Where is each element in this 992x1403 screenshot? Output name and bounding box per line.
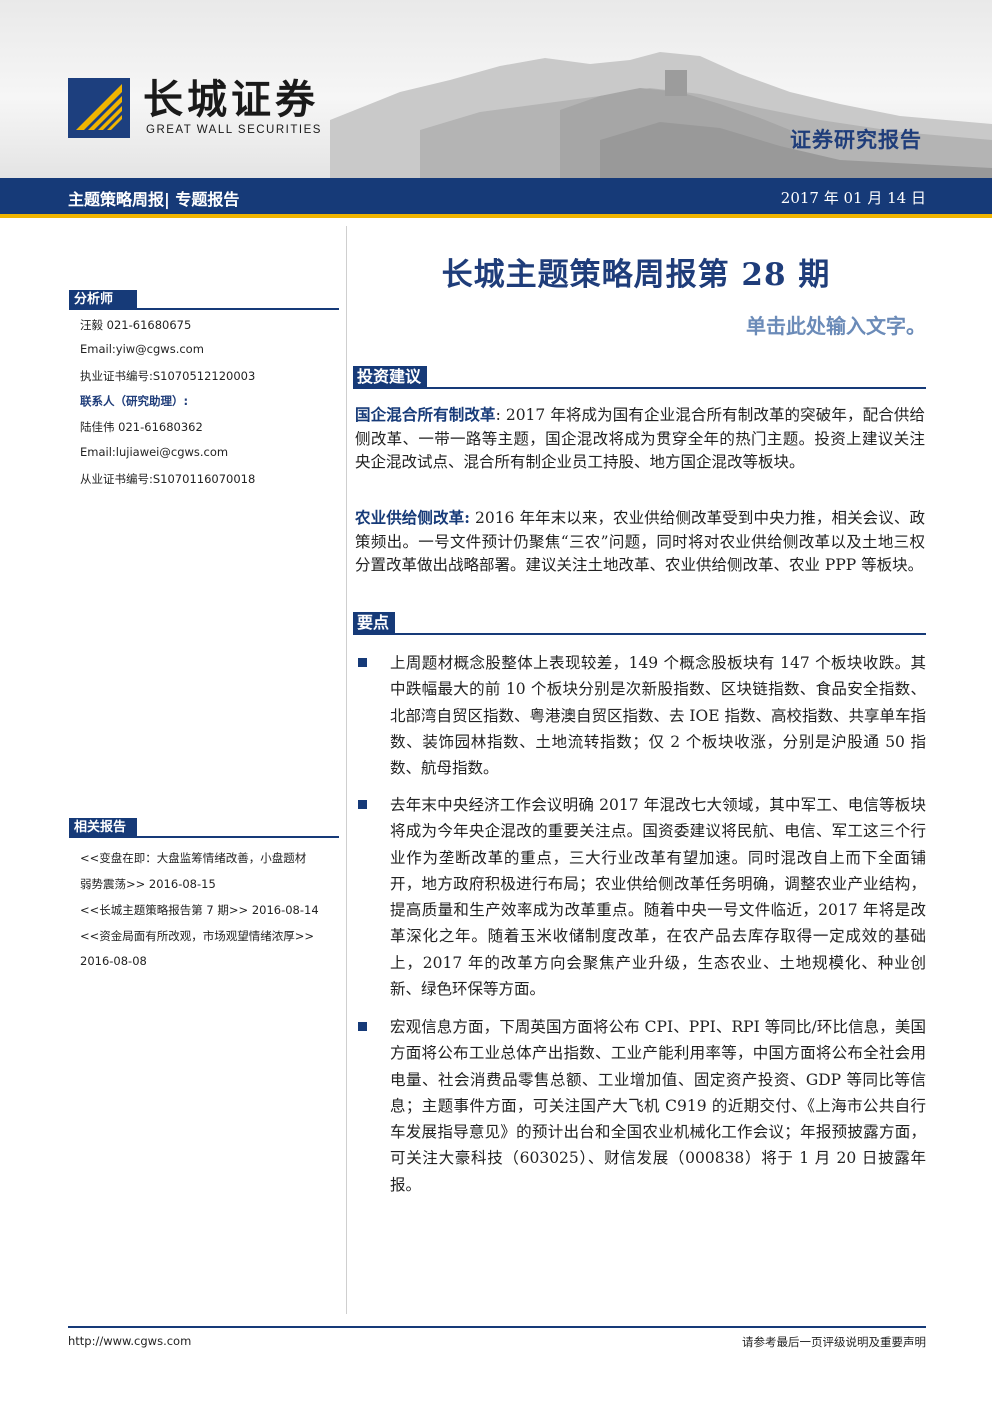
footer-website-link[interactable]: http://www.cgws.com — [68, 1334, 192, 1348]
report-date: 2017 年 01 月 14 日 — [780, 189, 926, 207]
related-reports-rule — [69, 836, 339, 838]
invest-advice-rule — [353, 387, 926, 389]
bullet-square-icon — [358, 800, 367, 809]
accent-divider — [0, 214, 992, 218]
analyst-rule — [69, 308, 339, 310]
footer-rule — [68, 1326, 926, 1328]
related-report-line[interactable]: <<变盘在即：大盘监筹情绪改善，小盘题材 — [80, 851, 307, 865]
logo-english-name: GREAT WALL SECURITIES — [146, 124, 322, 136]
invest-advice-heading: 投资建议 — [353, 366, 428, 388]
title-band — [0, 178, 992, 214]
contact-phone: 陆佳伟 021-61680362 — [80, 420, 203, 434]
related-report-line[interactable]: <<资金局面有所改观，市场观望情绪浓厚>> — [80, 929, 315, 943]
key-point-item: 去年末中央经济工作会议明确 2017 年混改七大领域，其中军工、电信等板块将成为… — [390, 796, 926, 999]
analyst-email[interactable]: Email:yiw@cgws.com — [80, 342, 204, 356]
related-report-line[interactable]: 弱势震荡>> 2016-08-15 — [80, 877, 216, 891]
great-wall-mountain-image — [330, 52, 992, 178]
key-points-heading: 要点 — [353, 612, 396, 634]
bullet-square-icon — [358, 1022, 367, 1031]
column-divider — [346, 226, 347, 1314]
report-type-label: 证券研究报告 — [790, 127, 922, 152]
contact-email[interactable]: Email:lujiawei@cgws.com — [80, 445, 229, 459]
contact-license: 从业证书编号:S1070116070018 — [80, 472, 256, 486]
bullet-square-icon — [358, 658, 367, 667]
contact-heading: 联系人（研究助理）: — [80, 394, 189, 408]
header-banner — [0, 0, 992, 178]
page-title: 长城主题策略周报第 28 期 — [441, 257, 831, 293]
invest-paragraph-agri: 农业供给侧改革: 2016 年年末以来，农业供给侧改革受到中央力推，相关会议、政… — [355, 506, 925, 578]
footer-disclaimer-note: 请参考最后一页评级说明及重要声明 — [742, 1335, 926, 1349]
paragraph-text: : 2017 年将成为国有企业混合所有制改革的突破年，配合供给侧改革、一带一路等… — [355, 406, 925, 471]
related-reports-heading: 相关报告 — [69, 818, 137, 838]
great-wall-logo-icon — [68, 78, 130, 138]
paragraph-text: 2016 年年末以来，农业供给侧改革受到中央力推，相关会议、政策频出。一号文件预… — [355, 509, 925, 574]
analyst-heading: 分析师 — [69, 290, 137, 310]
invest-paragraph-soe: 国企混合所有制改革: 2017 年将成为国有企业混合所有制改革的突破年，配合供给… — [355, 403, 925, 475]
key-points-rule — [353, 633, 926, 635]
paragraph-keyword: 农业供给侧改革: — [355, 508, 470, 527]
related-report-line[interactable]: 2016-08-08 — [80, 954, 147, 968]
band-title: 主题策略周报| 专题报告 — [68, 190, 240, 209]
key-point-item: 宏观信息方面，下周英国方面将公布 CPI、PPI、RPI 等同比/环比信息，美国… — [390, 1018, 926, 1194]
paragraph-keyword: 国企混合所有制改革 — [355, 405, 496, 424]
key-point-item: 上周题材概念股整体上表现较差，149 个概念股板块有 147 个板块收跌。其中跌… — [390, 654, 927, 778]
page-subtitle[interactable]: 单击此处输入文字。 — [746, 314, 926, 338]
analyst-phone: 汪毅 021-61680675 — [80, 318, 192, 332]
logo-chinese-name: 长城证券 — [143, 76, 319, 123]
analyst-license: 执业证书编号:S1070512120003 — [80, 369, 256, 383]
related-report-line[interactable]: <<长城主题策略报告第 7 期>> 2016-08-14 — [80, 903, 319, 917]
